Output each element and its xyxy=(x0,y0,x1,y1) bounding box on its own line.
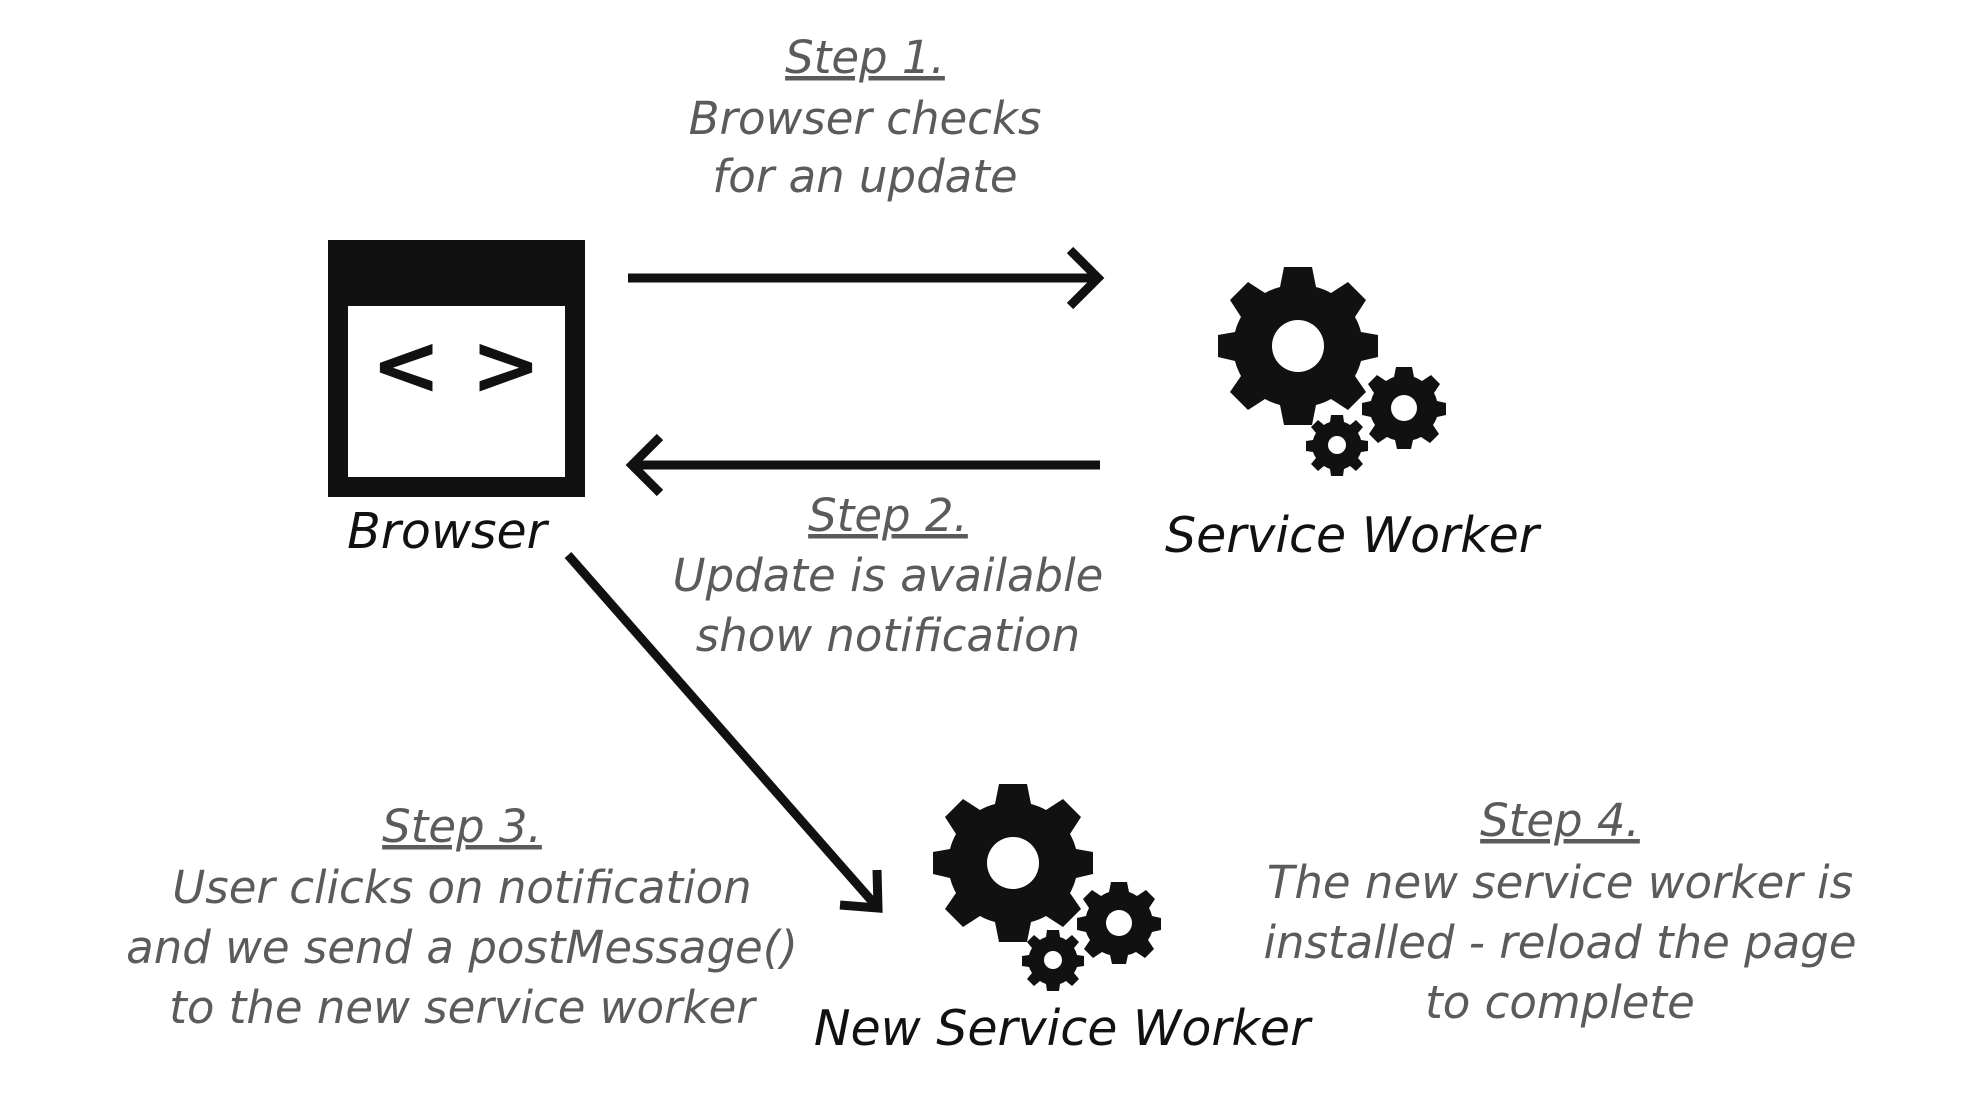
service-worker-label: Service Worker xyxy=(1165,507,1542,564)
step-4-line-2: installed - reload the page xyxy=(1264,916,1857,969)
step-1-caption: Step 1. Browser checks for an update xyxy=(689,31,1042,203)
browser-icon: < > xyxy=(328,240,585,497)
step-3-line-2: and we send a postMessage() xyxy=(126,921,798,974)
gear-small-icon xyxy=(1306,415,1368,476)
browser-window-viewport xyxy=(348,306,565,477)
gear-medium-icon xyxy=(1362,367,1446,449)
gear-large-icon xyxy=(1218,267,1378,425)
step-2-title: Step 2. xyxy=(808,489,968,542)
code-brackets-icon: < > xyxy=(371,316,541,414)
browser-label: Browser xyxy=(347,503,549,560)
service-worker-gears-icon xyxy=(1218,267,1446,476)
step-2-line-2: show notification xyxy=(696,609,1080,662)
arrow-browser-to-service-worker xyxy=(628,246,1105,310)
step-2-caption: Step 2. Update is available show notific… xyxy=(673,489,1104,662)
step-4-line-3: to complete xyxy=(1425,976,1695,1029)
step-3-caption: Step 3. User clicks on notification and … xyxy=(126,800,798,1034)
arrow-browser-to-new-service-worker xyxy=(564,552,883,913)
step-4-caption: Step 4. The new service worker is instal… xyxy=(1264,794,1857,1029)
step-3-line-3: to the new service worker xyxy=(169,981,757,1034)
step-1-line-2: for an update xyxy=(712,150,1017,203)
new-service-worker-gears-icon xyxy=(933,784,1161,991)
step-1-line-1: Browser checks xyxy=(689,92,1042,145)
step-1-title: Step 1. xyxy=(785,31,945,84)
new-service-worker-label: New Service Worker xyxy=(814,1000,1313,1057)
step-4-title: Step 4. xyxy=(1480,794,1640,847)
arrow-service-worker-to-browser xyxy=(625,433,1100,497)
step-4-line-1: The new service worker is xyxy=(1267,856,1853,909)
gear-large-icon xyxy=(933,784,1093,942)
step-2-line-1: Update is available xyxy=(673,549,1104,602)
step-3-line-1: User clicks on notification xyxy=(172,861,751,914)
gear-medium-icon xyxy=(1077,882,1161,964)
step-3-title: Step 3. xyxy=(382,800,542,853)
gear-small-icon xyxy=(1022,930,1084,991)
